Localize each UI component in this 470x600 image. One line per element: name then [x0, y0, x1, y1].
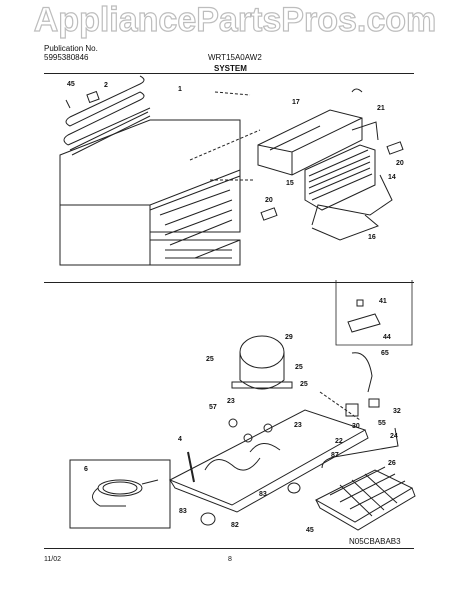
- part-label: 22: [335, 438, 343, 445]
- part-label: 87: [331, 452, 339, 459]
- part-label: 4: [178, 436, 182, 443]
- part-label: 20: [396, 160, 404, 167]
- drain-pan: [314, 466, 416, 531]
- grommet-3: [263, 423, 273, 433]
- part-label: 25: [295, 364, 303, 371]
- section-title: SYSTEM: [214, 64, 247, 73]
- pad: [386, 141, 404, 155]
- grommet-2: [243, 433, 253, 443]
- grommet: [228, 418, 238, 428]
- part-label: 1: [178, 86, 182, 93]
- tube: [351, 352, 373, 393]
- part-label: 2: [104, 82, 108, 89]
- screw-2: [356, 299, 364, 307]
- part-label: 25: [300, 381, 308, 388]
- evaporator-tube: [351, 121, 379, 141]
- evaporator: [304, 144, 376, 211]
- overload: [368, 398, 380, 408]
- part-label: 6: [84, 466, 88, 473]
- part-label: 30: [352, 423, 360, 430]
- part-label: 26: [388, 460, 396, 467]
- pad-2: [260, 207, 278, 221]
- part-label: 32: [393, 408, 401, 415]
- part-label: 23: [227, 398, 235, 405]
- rod: [187, 451, 195, 483]
- part-label: 16: [368, 234, 376, 241]
- part-label: 83: [259, 491, 267, 498]
- drain-trough: [311, 214, 379, 241]
- leveling-leg: [200, 512, 216, 526]
- relay: [345, 403, 359, 417]
- part-label: 14: [388, 174, 396, 181]
- screw: [65, 99, 71, 109]
- part-label: 83: [179, 508, 187, 515]
- wire-harness: [311, 174, 393, 226]
- watermark-logo: AppliancePartsPros.com: [33, 0, 437, 39]
- publication-label: Publication No.: [44, 44, 98, 53]
- cabinet-outline: [59, 119, 241, 266]
- tube-cap: [351, 88, 363, 93]
- part-label: 29: [285, 334, 293, 341]
- publication-number: 5995380846: [44, 53, 89, 62]
- part-label: 45: [306, 527, 314, 534]
- part-label: 55: [378, 420, 386, 427]
- model-number: WRT15A0AW2: [208, 53, 262, 62]
- section-divider: [44, 282, 414, 283]
- part-label: 21: [377, 105, 385, 112]
- part-label: 25: [206, 356, 214, 363]
- bracket: [347, 313, 381, 333]
- part-label: 23: [294, 422, 302, 429]
- compressor: [231, 335, 293, 390]
- water-tube: [321, 427, 399, 469]
- power-cord: [69, 459, 171, 529]
- compressor-plate-assembly: [168, 409, 369, 513]
- part-label: 44: [383, 334, 391, 341]
- page-number: 8: [228, 556, 232, 563]
- roller: [287, 482, 301, 494]
- part-label: 65: [381, 350, 389, 357]
- inset-box: [335, 280, 413, 346]
- part-label: 57: [209, 404, 217, 411]
- diagram-code: N05CBABAB3: [349, 537, 401, 546]
- evaporator-cover: [257, 109, 363, 176]
- part-label: 41: [379, 298, 387, 305]
- clip: [86, 90, 100, 104]
- part-label: 82: [231, 522, 239, 529]
- part-label: 45: [67, 81, 75, 88]
- footer-rule: [44, 548, 414, 549]
- part-label: 17: [292, 99, 300, 106]
- watermark-text: AppliancePartsPros.com: [34, 1, 436, 39]
- part-label: 20: [265, 197, 273, 204]
- condenser-coil: [63, 75, 151, 156]
- footer-date: 11/02: [44, 556, 61, 563]
- part-label: 24: [390, 433, 398, 440]
- header-rule: [44, 73, 414, 74]
- part-label: 15: [286, 180, 294, 187]
